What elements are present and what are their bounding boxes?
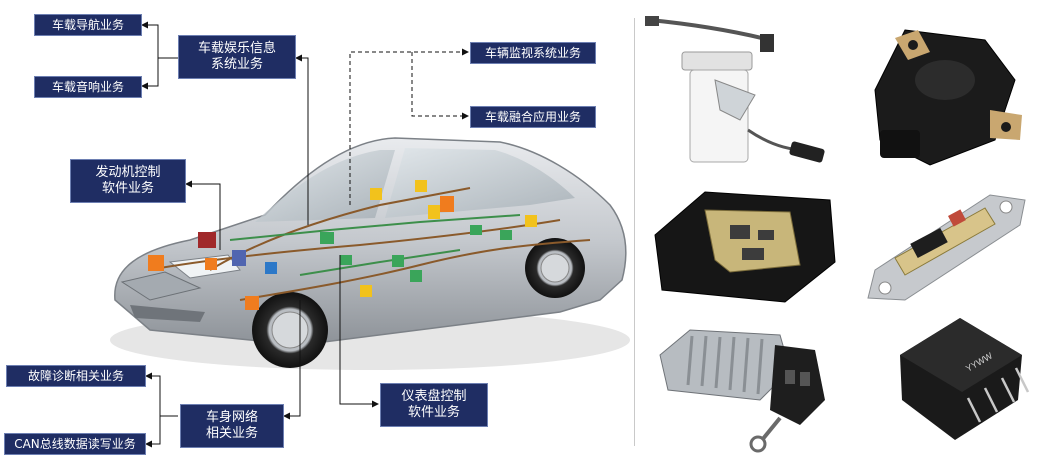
label-fault-diagnostics: 故障诊断相关业务 — [6, 365, 146, 387]
product-throttle-position-sensor — [874, 29, 1022, 166]
label-infotainment-line1: 车载娱乐信息 — [197, 40, 276, 56]
label-body-network-line2: 相关业务 — [205, 426, 258, 441]
label-dashboard-control: 仪表盘控制 软件业务 — [380, 383, 488, 427]
connector-lines — [141, 21, 469, 448]
label-vehicle-monitoring: 车辆监视系统业务 — [470, 42, 596, 64]
connector-monitor — [349, 48, 469, 205]
label-can-bus: CAN总线数据读写业务 — [4, 433, 146, 455]
connector-diagnostics — [145, 372, 178, 417]
car-illustration — [110, 137, 630, 370]
product-voltage-regulator — [659, 329, 825, 453]
connector-can — [145, 416, 161, 448]
product-ecu-control-box — [654, 191, 836, 303]
product-dc-dc-module: YYWW — [900, 318, 1030, 440]
connector-fusion — [411, 52, 469, 120]
product-sensor-circuit-board — [867, 194, 1026, 301]
product-fuel-pump-module — [645, 16, 825, 163]
label-dashboard-control-line2: 软件业务 — [407, 405, 460, 420]
label-navigation: 车载导航业务 — [34, 14, 142, 36]
label-body-network: 车身网络 相关业务 — [180, 404, 284, 448]
label-audio: 车载音响业务 — [34, 76, 142, 98]
label-engine-control-line2: 软件业务 — [101, 181, 154, 196]
label-engine-control: 发动机控制 软件业务 — [70, 159, 186, 203]
label-fusion-applications: 车载融合应用业务 — [470, 106, 596, 128]
label-engine-control-line1: 发动机控制 — [95, 164, 161, 180]
connector-audio — [141, 58, 159, 90]
label-body-network-line1: 车身网络 — [205, 409, 258, 425]
label-infotainment: 车载娱乐信息 系统业务 — [178, 35, 296, 79]
label-dashboard-control-line1: 仪表盘控制 — [401, 388, 467, 404]
connector-infotainment — [295, 54, 309, 225]
connector-engine — [185, 180, 221, 250]
connector-body-network — [283, 300, 301, 420]
label-infotainment-line2: 系统业务 — [210, 57, 263, 72]
connector-dashboard — [339, 255, 379, 408]
connector-nav — [141, 21, 178, 59]
panel-divider — [634, 18, 635, 446]
